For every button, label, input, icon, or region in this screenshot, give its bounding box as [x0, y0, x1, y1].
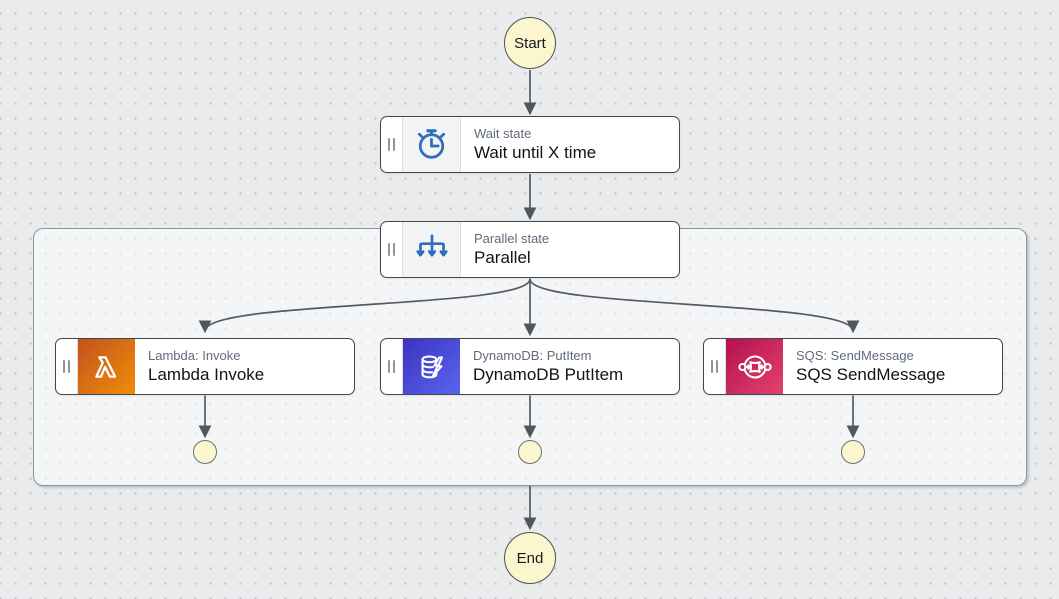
state-name-label: SQS SendMessage [796, 364, 946, 384]
drag-handle[interactable] [381, 117, 403, 172]
state-type-label: SQS: SendMessage [796, 347, 914, 363]
state-name-label: Wait until X time [474, 142, 597, 162]
state-type-label: Lambda: Invoke [148, 347, 241, 363]
end-label: End [516, 549, 544, 567]
dynamodb-branch-terminal [518, 440, 542, 464]
parallel-icon [403, 222, 461, 277]
state-dynamodb-putitem[interactable]: DynamoDB: PutItem DynamoDB PutItem [380, 338, 680, 395]
sqs-icon [726, 339, 783, 394]
state-name-label: Lambda Invoke [148, 364, 265, 384]
drag-handle[interactable] [704, 339, 726, 394]
dynamodb-icon [403, 339, 460, 394]
state-sqs-sendmessage[interactable]: SQS: SendMessage SQS SendMessage [703, 338, 1003, 395]
drag-handle[interactable] [381, 339, 403, 394]
lambda-branch-terminal [193, 440, 217, 464]
state-parallel[interactable]: Parallel state Parallel [380, 221, 680, 278]
state-type-label: Wait state [474, 125, 532, 141]
drag-handle[interactable] [56, 339, 78, 394]
edge-parallel-to-lambda [198, 278, 531, 334]
state-type-label: Parallel state [474, 230, 550, 246]
edge-parallel-to-sqs [529, 278, 860, 334]
state-name-label: Parallel [474, 247, 531, 267]
start-node: Start [504, 17, 556, 69]
lambda-icon [78, 339, 135, 394]
state-lambda-invoke[interactable]: Lambda: Invoke Lambda Invoke [55, 338, 355, 395]
state-name-label: DynamoDB PutItem [473, 364, 624, 384]
sqs-branch-terminal [841, 440, 865, 464]
end-node: End [504, 532, 556, 584]
wait-icon [403, 117, 461, 172]
state-wait[interactable]: Wait state Wait until X time [380, 116, 680, 173]
start-label: Start [514, 34, 546, 52]
state-type-label: DynamoDB: PutItem [473, 347, 592, 363]
drag-handle[interactable] [381, 222, 403, 277]
